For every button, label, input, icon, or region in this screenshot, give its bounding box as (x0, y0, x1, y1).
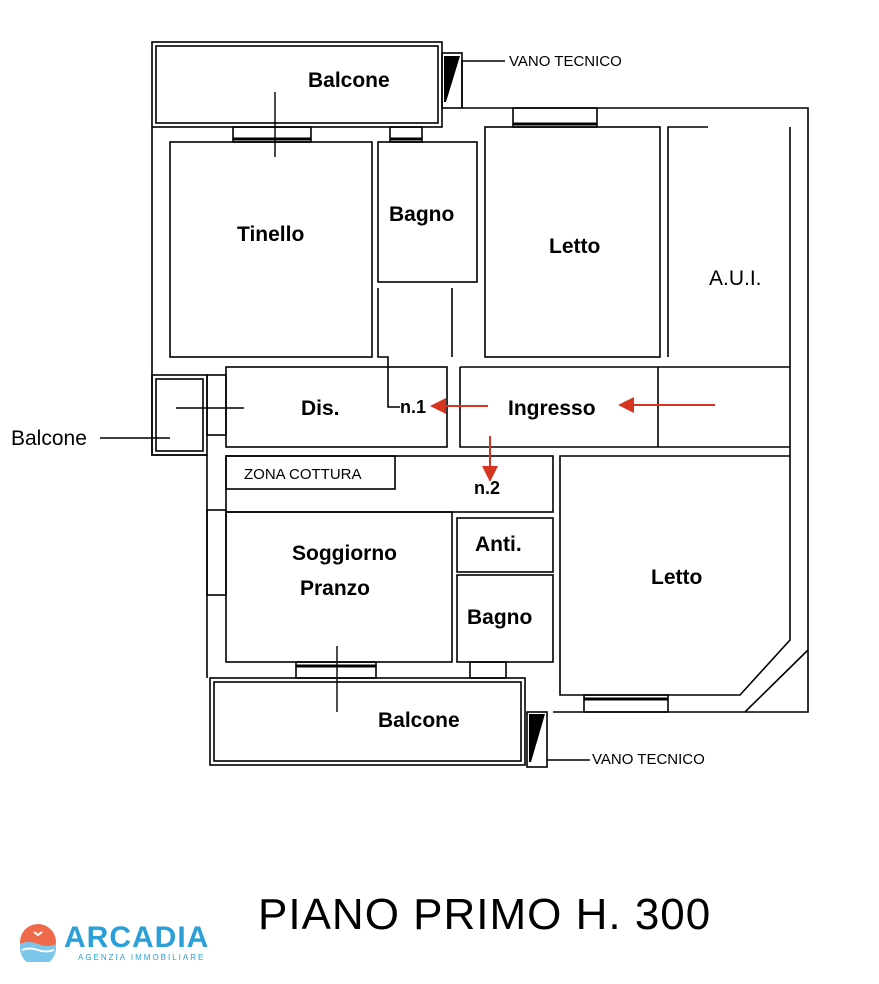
label-n1: n.1 (400, 397, 426, 417)
label-soggiorno: Soggiorno (292, 542, 397, 565)
logo: ARCADIA AGENZIA IMMOBILIARE (18, 922, 209, 962)
label-aui: A.U.I. (709, 267, 762, 290)
label-zona-cottura: ZONA COTTURA (244, 466, 362, 483)
plan-title: PIANO PRIMO H. 300 (258, 890, 712, 939)
room-bagno-top (377, 141, 478, 283)
label-tinello: Tinello (237, 223, 304, 246)
room-tinello (169, 141, 373, 358)
walls (100, 41, 809, 768)
label-letto-top: Letto (549, 235, 600, 258)
label-bagno-bottom: Bagno (467, 606, 532, 629)
label-ingresso: Ingresso (508, 397, 596, 420)
label-balcone-bottom: Balcone (378, 709, 460, 732)
label-balcone-left: Balcone (11, 427, 87, 450)
room-anti (456, 517, 554, 573)
label-letto-bottom: Letto (651, 566, 702, 589)
label-vano-tecnico-bottom: VANO TECNICO (592, 751, 705, 768)
label-bagno-top: Bagno (389, 203, 454, 226)
label-dis: Dis. (301, 397, 340, 420)
label-vano-tecnico-top: VANO TECNICO (509, 53, 622, 70)
room-balcone-bottom (209, 677, 526, 766)
logo-subtitle: AGENZIA IMMOBILIARE (78, 952, 206, 962)
label-anti: Anti. (475, 533, 522, 556)
label-n2: n.2 (474, 478, 500, 498)
logo-sun-wave-icon (20, 924, 56, 962)
room-balcone-left (151, 374, 208, 456)
label-balcone-top: Balcone (308, 69, 390, 92)
zona-cottura-box (225, 455, 396, 490)
label-pranzo: Pranzo (300, 577, 370, 600)
logo-name: ARCADIA (64, 920, 210, 954)
